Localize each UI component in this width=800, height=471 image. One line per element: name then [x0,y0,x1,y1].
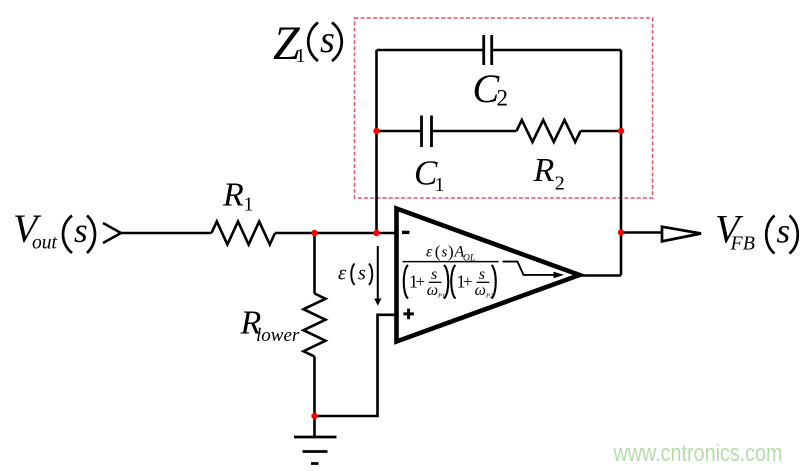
svg-text:s: s [479,266,485,283]
svg-text:P1: P1 [437,293,445,300]
svg-text:Z: Z [273,17,301,70]
svg-text:1: 1 [435,174,445,196]
svg-text:1: 1 [409,272,418,292]
svg-text:OL: OL [463,254,475,264]
svg-text:s: s [442,245,448,261]
svg-text:1: 1 [244,193,254,215]
svg-text:2: 2 [555,172,565,194]
svg-text:ε: ε [338,261,347,285]
svg-text:R: R [222,177,244,214]
svg-text:1: 1 [296,45,306,67]
svg-text:s: s [74,211,88,250]
svg-text:1: 1 [457,272,466,292]
svg-text:s: s [358,263,366,285]
svg-text:s: s [320,19,335,61]
svg-text:ω: ω [475,282,486,299]
svg-text:+: + [463,272,473,291]
svg-text:s: s [431,266,437,283]
svg-text:): ) [448,242,454,261]
svg-text:P2: P2 [485,293,494,300]
svg-text:lower: lower [256,325,300,346]
svg-text:V: V [13,206,42,251]
svg-text:V: V [715,207,744,252]
svg-text:www.cntronics.com: www.cntronics.com [613,440,783,467]
svg-text:FB: FB [730,233,755,255]
svg-text:out: out [32,233,58,254]
svg-text:ω: ω [427,282,438,299]
svg-text:ε: ε [426,244,433,261]
svg-text:+: + [416,272,426,291]
svg-text:s: s [777,212,791,251]
svg-text:C: C [473,66,501,111]
svg-text:R: R [240,305,262,342]
svg-text:C: C [414,153,438,192]
svg-text:A: A [454,244,465,261]
svg-text:2: 2 [497,86,509,111]
svg-text:R: R [533,152,555,189]
svg-text:(: ( [435,242,441,261]
